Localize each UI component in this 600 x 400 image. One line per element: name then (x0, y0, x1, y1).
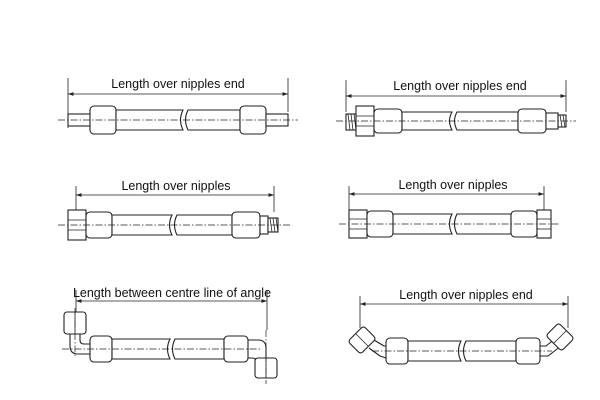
diagram-nipples-right: Length over nipples (339, 178, 560, 239)
hose-right-section (171, 338, 225, 360)
dimension-label: Length over nipples end (393, 79, 526, 93)
dimension-label: Length between centre line of angle (73, 286, 271, 300)
left-angled-nut (348, 326, 376, 354)
dimension-label: Length over nipples end (399, 288, 532, 302)
diagram-nipple-end-threaded: Length over nipples end (336, 79, 576, 137)
right-ferrule (223, 335, 249, 363)
hose-right-section (173, 214, 233, 236)
right-angled-nut (546, 323, 574, 351)
diagram-nipples-left: Length over nipples (58, 179, 290, 241)
dimension-label: Length over nipples end (111, 77, 244, 91)
diagram-angle-centre-line: Length between centre line of angle (62, 286, 278, 384)
diagram-nipple-end-plain: Length over nipples end (58, 77, 298, 135)
dimension-label: Length over nipples (121, 179, 230, 193)
dimension-label: Length over nipples (398, 178, 507, 192)
hose-left-section (392, 213, 453, 235)
diagram-45-degree-ends: Length over nipples end (348, 288, 574, 365)
